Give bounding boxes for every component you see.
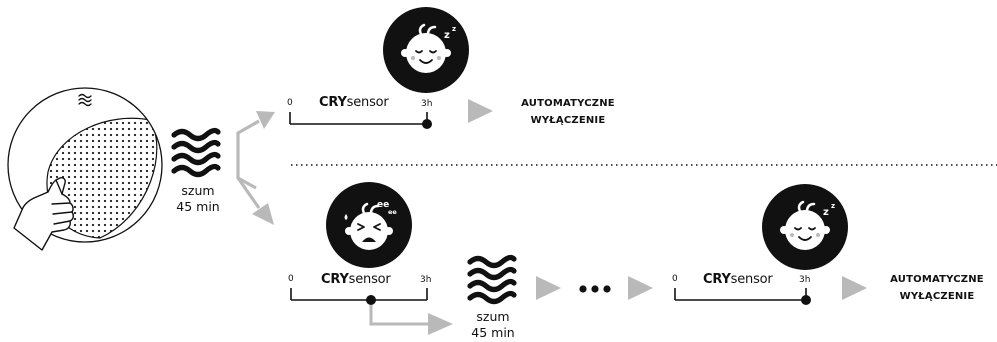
pointing-hand-icon [13, 177, 75, 251]
timeline-bottom-right-marker [801, 295, 811, 305]
play-arrow-icon [468, 99, 493, 123]
scale-end-top: 3h [421, 99, 433, 109]
sleep-z-large: z [444, 30, 450, 41]
noise-label: szum [181, 183, 215, 198]
sound-waves-icon [171, 127, 221, 178]
scale-start-top: 0 [287, 98, 293, 108]
noise-label-top: szum 45 min [163, 183, 233, 215]
auto-off-line2: WYŁĄCZENIE [899, 291, 975, 302]
cry-ee-small: ee [388, 208, 397, 216]
scale-start-bottom-right: 0 [672, 274, 678, 284]
timeline-bottom-left-marker [366, 295, 376, 305]
cry-sensor-label-bottom-right: CRYsensor [703, 272, 773, 287]
scale-end-bottom-left: 3h [420, 275, 432, 285]
sensor-suffix: sensor [348, 272, 391, 287]
sensor-prefix: CRY [703, 272, 731, 287]
branch-arrows [236, 111, 275, 225]
cry-sensor-label-bottom-left: CRYsensor [321, 272, 391, 287]
scale-end-bottom-right: 3h [799, 275, 811, 285]
cry-ee-large: ee [377, 200, 389, 210]
noise-duration: 45 min [176, 199, 220, 214]
sleep-z-small: z [452, 25, 456, 33]
timeline-top-marker [422, 119, 432, 129]
scale-start-bottom-left: 0 [288, 274, 294, 284]
auto-off-line1: AUTOMATYCZNE [890, 274, 984, 285]
device-logo-icon [78, 93, 92, 107]
play-arrow-icon [536, 276, 561, 300]
auto-off-line1: AUTOMATYCZNE [521, 98, 615, 109]
auto-off-line2: WYŁĄCZENIE [530, 115, 606, 126]
sensor-suffix: sensor [346, 95, 389, 110]
play-arrow-icon [842, 276, 867, 300]
noise-duration: 45 min [471, 325, 515, 340]
timeline-top [289, 112, 428, 125]
sleeping-baby-icon [762, 184, 848, 270]
auto-off-label-bottom: AUTOMATYCZNE WYŁĄCZENIE [879, 271, 995, 305]
crying-baby-icon [326, 182, 412, 268]
sound-waves-icon [467, 254, 517, 305]
sensor-suffix: sensor [730, 272, 773, 287]
sleep-z-large: z [823, 207, 829, 218]
noise-label: szum [476, 309, 510, 324]
sleeping-baby-icon [383, 7, 469, 93]
play-arrow-icon [628, 276, 653, 300]
sensor-prefix: CRY [319, 95, 347, 110]
sleep-z-small: z [831, 202, 835, 210]
auto-off-label-top: AUTOMATYCZNE WYŁĄCZENIE [510, 95, 626, 129]
sensor-prefix: CRY [321, 272, 349, 287]
restart-noise-arrow [369, 305, 453, 335]
noise-label-bottom: szum 45 min [458, 309, 528, 341]
timeline-bottom-right [674, 288, 807, 301]
ellipsis-icon [579, 285, 611, 293]
timeline-bottom-left [290, 288, 428, 301]
cry-sensor-label-top: CRYsensor [319, 95, 389, 110]
